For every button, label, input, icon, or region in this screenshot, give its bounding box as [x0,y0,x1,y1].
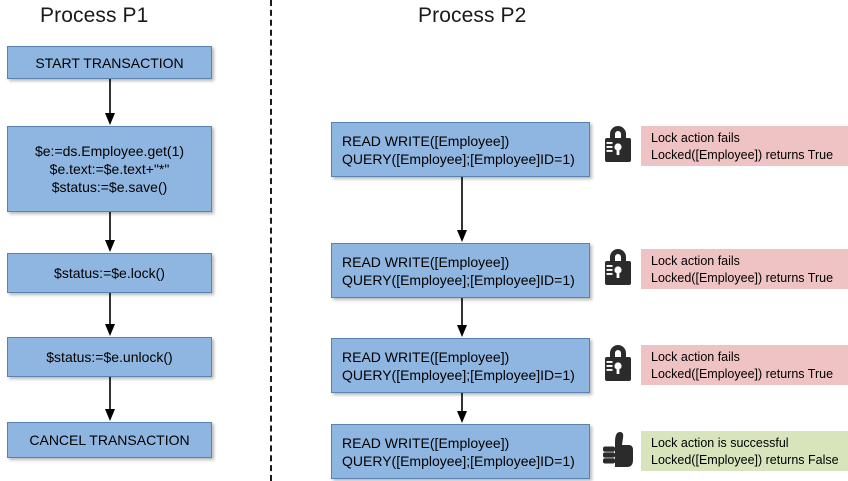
p1-step-1-line-2: $status:=$e.save() [51,179,168,195]
annotation-1-line-1: Lock action fails [651,254,740,268]
p1-step-0-line-0: START TRANSACTION [35,54,184,71]
annotation-lock-success: Lock action is successful Locked([Employ… [641,431,848,471]
p2-step-0-line-0: READ WRITE([Employee]) [342,132,510,149]
p1-arrow-2-to-3 [101,293,119,337]
p1-step-3-line-0: $status:=$e.unlock() [46,349,173,365]
annotation-0-line-1: Lock action fails [651,131,740,145]
p2-arrow-2-to-3 [453,393,471,424]
p1-step-cancel-transaction: CANCEL TRANSACTION [7,422,212,458]
annotation-2-line-1: Lock action fails [651,350,740,364]
padlock-locked-icon [598,341,638,387]
annotation-0-line-2: Locked([Employee]) returns True [651,148,834,162]
p1-step-lock: $status:=$e.lock() [7,253,212,293]
annotation-3-line-1: Lock action is successful [651,436,789,450]
p2-step-0-line-1: QUERY([Employee];[Employee]ID=1) [342,150,575,167]
p1-arrow-0-to-1 [101,79,119,126]
p1-step-1-line-0: $e:=ds.Employee.get(1) [34,143,185,159]
p1-arrow-1-to-2 [101,212,119,253]
annotation-3-line-2: Locked([Employee]) returns False [651,453,839,467]
p1-arrow-3-to-4 [101,377,119,422]
p2-step-1-line-0: READ WRITE([Employee]) [342,253,510,270]
thumbs-up-icon [598,427,638,473]
p2-step-read-write-query-2: READ WRITE([Employee]) QUERY([Employee];… [331,243,590,298]
p2-step-1-line-1: QUERY([Employee];[Employee]ID=1) [342,271,575,288]
p2-step-read-write-query-3: READ WRITE([Employee]) QUERY([Employee];… [331,338,590,393]
p1-step-2-line-0: $status:=$e.lock() [54,265,165,281]
column-divider [270,0,272,481]
p1-step-1-line-1: $e.text:=$e.text+"*" [49,161,170,177]
annotation-2-line-2: Locked([Employee]) returns True [651,367,834,381]
p2-step-read-write-query-1: READ WRITE([Employee]) QUERY([Employee];… [331,122,590,177]
annotation-lock-fail-3: Lock action fails Locked([Employee]) ret… [641,345,848,385]
process-p1-title: Process P1 [40,4,149,27]
annotation-lock-fail-2: Lock action fails Locked([Employee]) ret… [641,249,848,289]
p2-step-3-line-0: READ WRITE([Employee]) [342,434,510,451]
p1-step-start-transaction: START TRANSACTION [7,46,212,79]
p2-step-read-write-query-4: READ WRITE([Employee]) QUERY([Employee];… [331,424,590,479]
p2-step-2-line-0: READ WRITE([Employee]) [342,348,510,365]
p1-step-get-modify-save: $e:=ds.Employee.get(1) $e.text:=$e.text+… [7,126,212,212]
p2-step-3-line-1: QUERY([Employee];[Employee]ID=1) [342,452,575,469]
process-p2-title: Process P2 [418,4,527,27]
annotation-1-line-2: Locked([Employee]) returns True [651,271,834,285]
p1-step-unlock: $status:=$e.unlock() [7,337,212,377]
p2-arrow-0-to-1 [453,177,471,243]
p1-step-4-line-0: CANCEL TRANSACTION [29,432,190,448]
padlock-locked-icon [598,245,638,291]
padlock-locked-icon [598,122,638,168]
annotation-lock-fail-1: Lock action fails Locked([Employee]) ret… [641,126,848,166]
p2-step-2-line-1: QUERY([Employee];[Employee]ID=1) [342,366,575,383]
p2-arrow-1-to-2 [453,298,471,338]
